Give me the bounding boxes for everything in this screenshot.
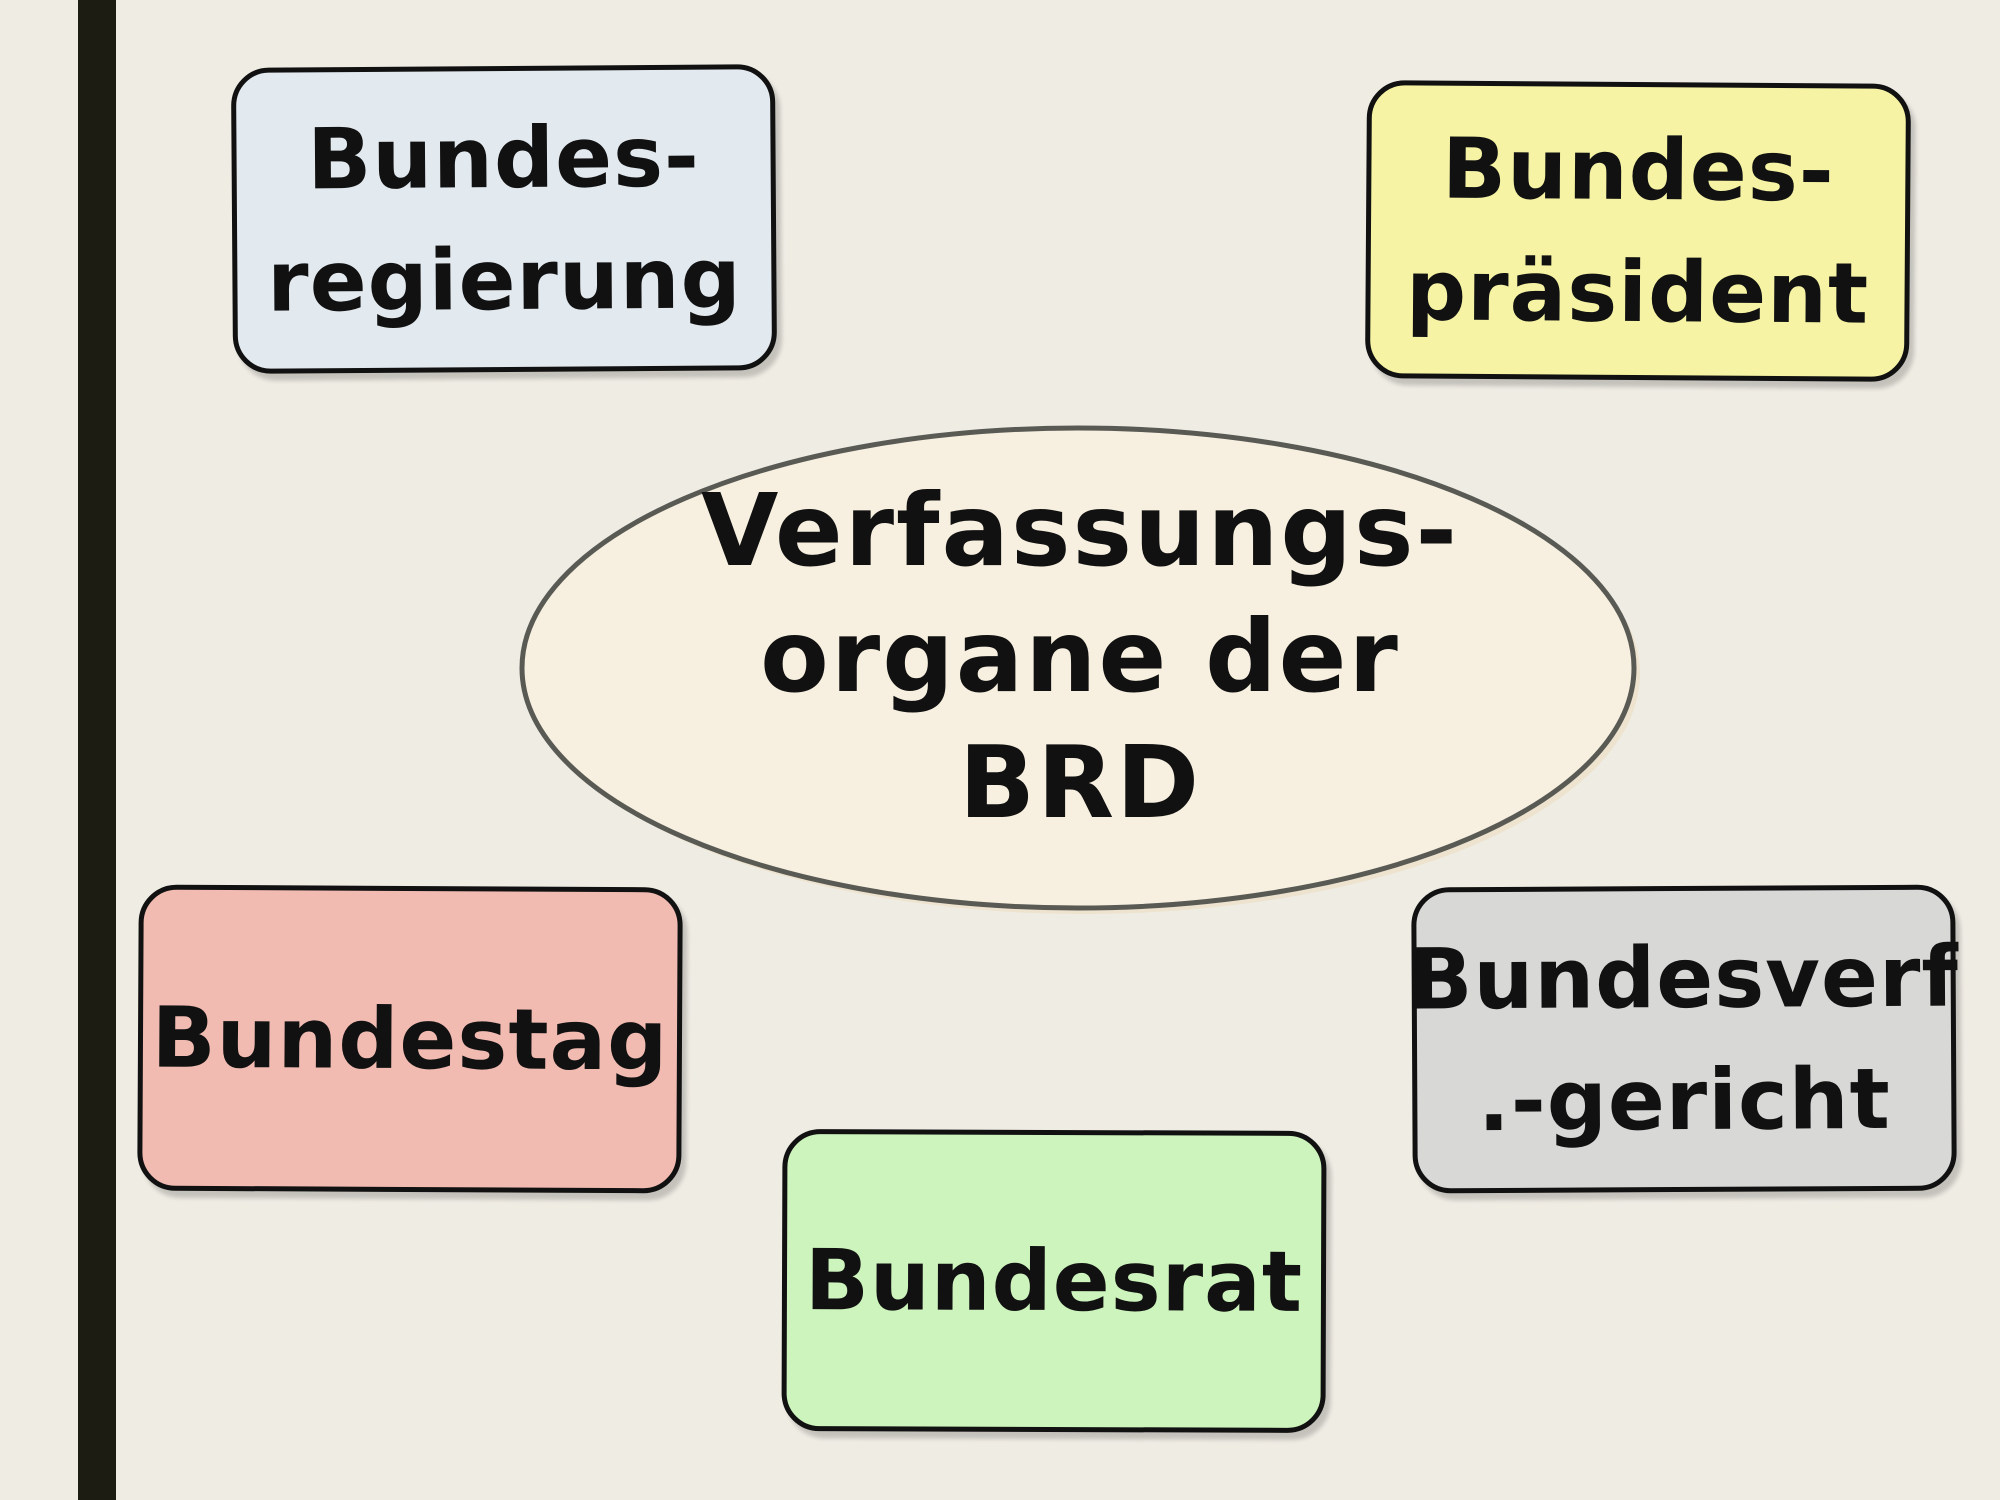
node-bundestag[interactable]: Bundestag	[137, 884, 683, 1194]
node-label-bundesrat: Bundesrat	[804, 1231, 1304, 1331]
node-label-bundesverfassungsgericht: Bundesverf .-gericht	[1408, 927, 1960, 1151]
node-bundespraesident[interactable]: Bundes- präsident	[1364, 80, 1912, 382]
node-label-bundespraesident: Bundes- präsident	[1405, 119, 1870, 343]
left-margin-bar	[78, 0, 116, 1500]
node-bundesregierung[interactable]: Bundes- regierung	[230, 64, 778, 374]
node-bundesverfassungsgericht[interactable]: Bundesverf .-gericht	[1408, 884, 1960, 1194]
node-bundesrat[interactable]: Bundesrat	[781, 1129, 1327, 1433]
node-label-bundestag: Bundestag	[151, 988, 669, 1090]
node-label-bundesregierung: Bundes- regierung	[266, 107, 742, 331]
center-title: Verfassungs- organe der BRD	[700, 472, 1460, 841]
